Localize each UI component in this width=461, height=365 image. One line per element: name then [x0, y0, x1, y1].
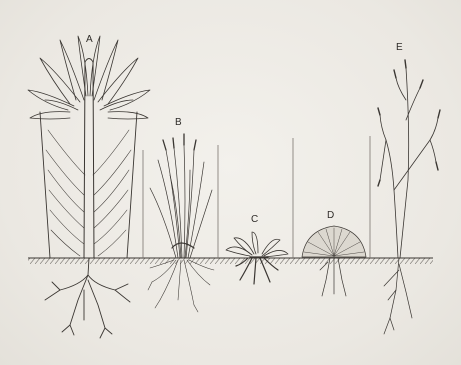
- plant-e: [378, 60, 440, 334]
- label-c: C: [251, 214, 258, 225]
- label-a: A: [86, 34, 93, 45]
- label-e: E: [396, 42, 403, 53]
- label-b: B: [175, 117, 182, 128]
- plant-a: [28, 36, 150, 338]
- label-d: D: [327, 210, 334, 221]
- plant-b: [148, 134, 214, 312]
